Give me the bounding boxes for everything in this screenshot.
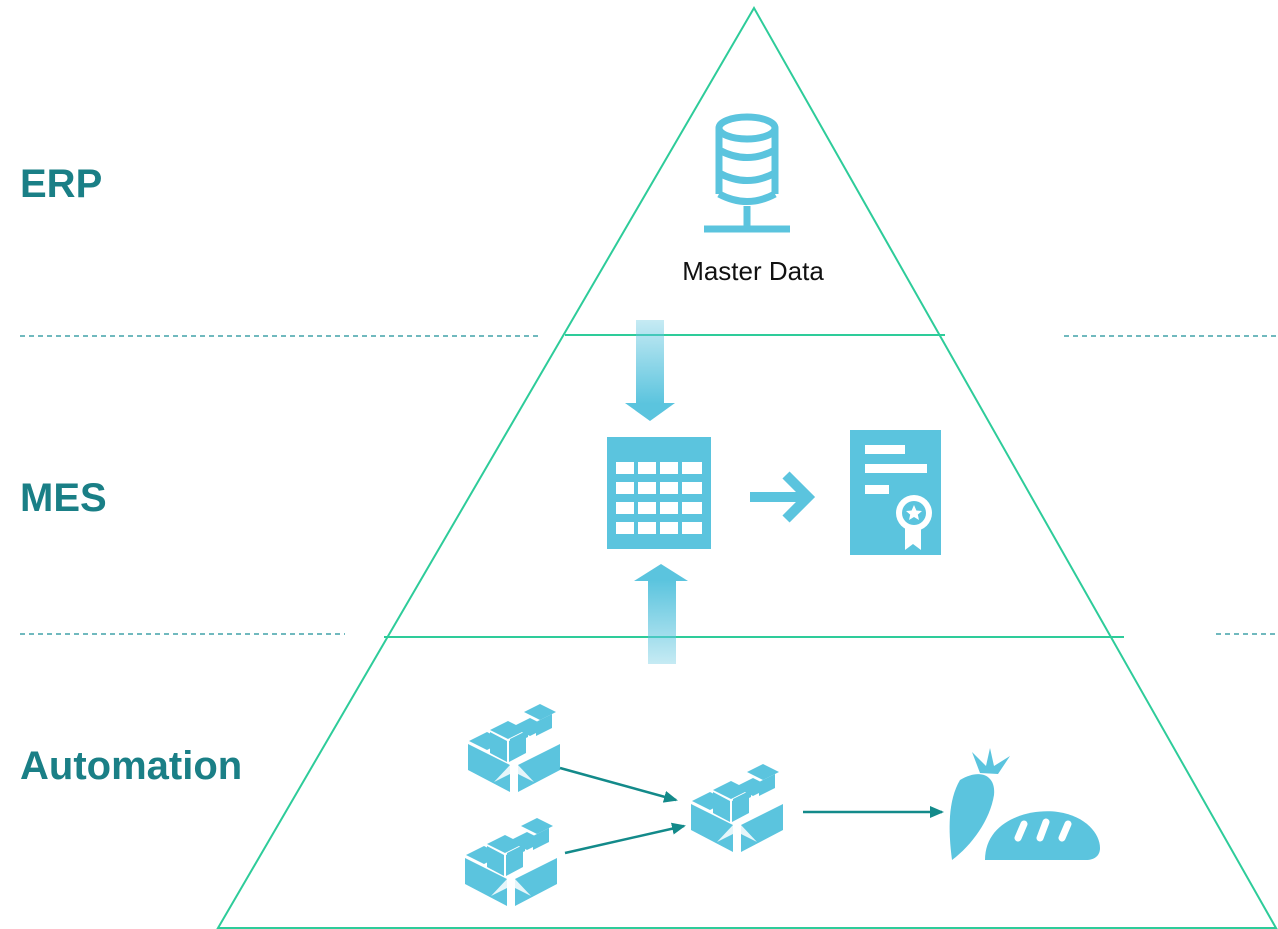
automation-layer-label: Automation — [20, 744, 243, 788]
boxes-icon-bottom-left — [465, 818, 557, 906]
mes-layer-label: MES — [20, 476, 107, 520]
data-arrow-down-icon — [625, 320, 675, 421]
flow-arrow-bottom — [564, 822, 686, 855]
pyramid-outline — [216, 5, 1278, 929]
food-products-icon — [949, 748, 1100, 860]
data-arrow-up-icon — [634, 564, 688, 664]
boxes-icon-center — [691, 764, 783, 852]
boxes-icon-top-left — [468, 704, 560, 792]
chevron-right-icon — [782, 471, 816, 523]
certificate-icon — [850, 430, 941, 555]
master-data-label: Master Data — [682, 256, 824, 286]
recipe-table-icon — [607, 437, 711, 549]
database-server-icon — [704, 113, 790, 233]
flow-arrow-top — [559, 766, 678, 803]
erp-layer-label: ERP — [20, 162, 103, 206]
